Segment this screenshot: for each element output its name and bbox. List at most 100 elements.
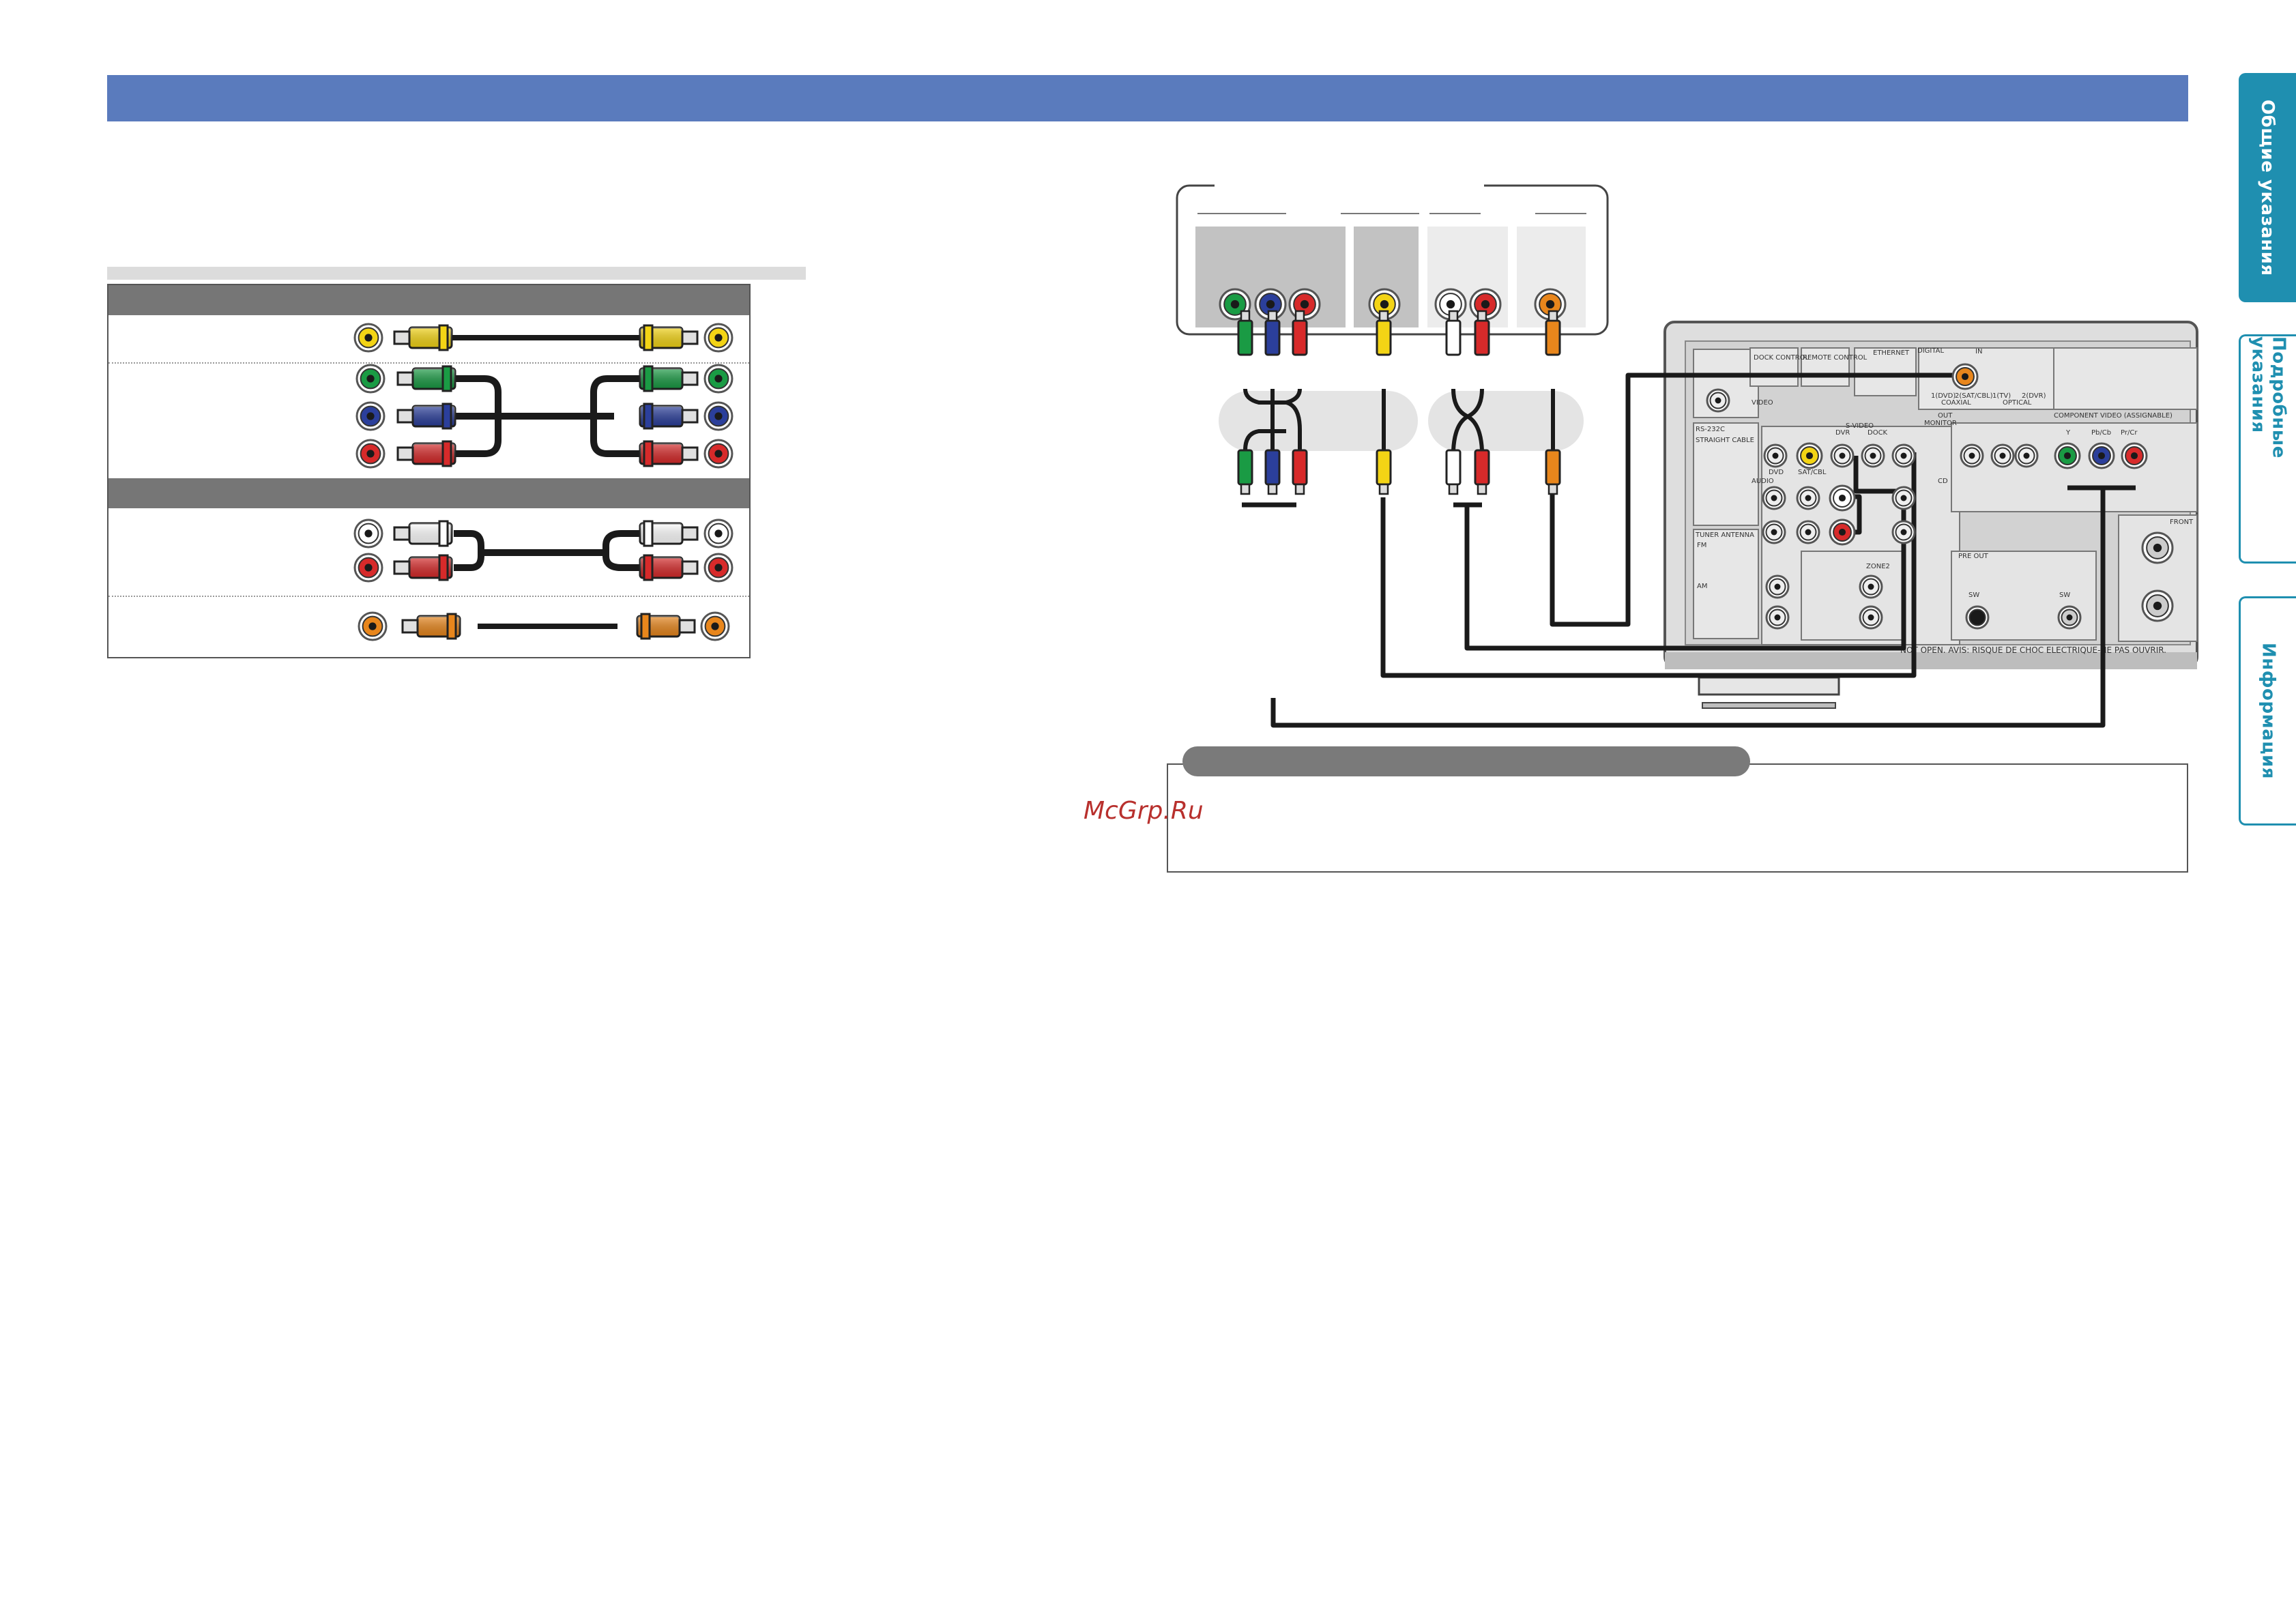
orange-plug-icon xyxy=(636,613,696,640)
receiver-panel-labels: DOCK CONTROL REMOTE CONTROL ETHERNET DIG… xyxy=(1695,347,2194,655)
red-jack-icon xyxy=(355,439,386,469)
orange-plug-icon xyxy=(401,613,461,640)
cable-types-table xyxy=(107,284,751,658)
device-yellow-jack-icon xyxy=(1368,288,1401,321)
receiver-jack-icon xyxy=(1861,443,1885,468)
red-jack-icon xyxy=(703,553,733,583)
label-out: OUT xyxy=(1938,412,1953,420)
receiver-white-audio-jack-icon xyxy=(1829,484,1856,512)
receiver-subwoofer-jack-icon xyxy=(1965,605,1990,630)
tab-general-instructions[interactable]: Общие указания xyxy=(2239,73,2296,302)
receiver-jack-icon xyxy=(1960,443,1984,468)
cable-group-backdrop xyxy=(1219,391,1418,451)
label-sw-2: SW xyxy=(2059,592,2070,599)
yellow-diagram-plug-top-icon xyxy=(1376,310,1392,356)
receiver-jack-icon xyxy=(1830,443,1855,468)
white-audio-plug-icon xyxy=(639,520,699,547)
label-remote-control: REMOTE CONTROL xyxy=(1803,354,1868,362)
blue-plug-icon xyxy=(639,403,699,430)
label-2dvr: 2(DVR) xyxy=(2022,392,2046,400)
white-diagram-plug-bottom-icon xyxy=(1445,449,1462,495)
row-separator xyxy=(108,362,749,364)
label-cd: CD xyxy=(1938,478,1948,485)
white-audio-plug-icon xyxy=(393,520,453,547)
yellow-jack-icon xyxy=(703,323,733,353)
receiver-jack-icon xyxy=(1891,520,1916,544)
blue-jack-icon xyxy=(703,401,733,431)
green-plug-icon xyxy=(639,365,699,392)
orange-coaxial-jack-icon xyxy=(700,611,730,641)
tab-info-label: Информация xyxy=(2258,643,2279,779)
tab-detailed-label: Подробные указания xyxy=(2248,336,2289,458)
label-dvr: DVR xyxy=(1835,429,1850,437)
red-jack-icon xyxy=(353,553,383,583)
orange-diagram-plug-bottom-icon xyxy=(1545,449,1561,495)
tab-general-label: Общие указания xyxy=(2257,99,2278,276)
label-tuner-antenna: TUNER ANTENNA xyxy=(1695,531,1754,539)
red-diagram-plug-bottom-icon xyxy=(1474,449,1490,495)
red-audio-plug-icon xyxy=(639,554,699,581)
green-diagram-plug-top-icon xyxy=(1237,310,1253,356)
yellow-plug-icon xyxy=(639,324,699,351)
red-audio-plug-icon xyxy=(393,554,453,581)
green-jack-icon xyxy=(703,364,733,394)
receiver-jack-icon xyxy=(1762,520,1786,544)
receiver-jack-icon xyxy=(1765,574,1790,599)
receiver-jack-icon xyxy=(1859,574,1883,599)
top-header-bar xyxy=(107,75,2188,121)
green-plug-icon xyxy=(396,365,456,392)
device-white-jack-icon xyxy=(1434,288,1467,321)
label-zone2: ZONE2 xyxy=(1866,563,1890,570)
receiver-speaker-terminal-icon xyxy=(2141,531,2174,564)
receiver-subwoofer-jack-icon xyxy=(2057,605,2082,630)
label-satcbl: SAT/CBL xyxy=(1798,469,1827,476)
label-optical: OPTICAL xyxy=(2003,399,2032,407)
component-video-cable xyxy=(456,375,640,457)
label-monitor: MONITOR xyxy=(1924,420,1957,427)
receiver-jack-icon xyxy=(1796,486,1820,510)
receiver-jack-icon xyxy=(1891,443,1916,468)
orange-diagram-plug-top-icon xyxy=(1545,310,1561,356)
receiver-yellow-video-jack-icon xyxy=(1796,442,1823,469)
receiver-coaxial-jack-icon xyxy=(1951,363,1979,390)
label-audio: AUDIO xyxy=(1752,478,1774,485)
label-front: FRONT xyxy=(2170,519,2194,526)
blue-diagram-plug-bottom-icon xyxy=(1264,449,1281,495)
label-pre-out: PRE OUT xyxy=(1958,553,1989,560)
label-1dvd: 1(DVD) xyxy=(1931,392,1956,400)
audio-cables-section-header xyxy=(108,478,749,508)
device-blue-jack-icon xyxy=(1254,288,1287,321)
label-video: VIDEO xyxy=(1752,399,1773,407)
receiver-component-pr-jack-icon xyxy=(2121,442,2148,469)
audio-cable xyxy=(454,530,643,571)
blue-jack-icon xyxy=(355,401,386,431)
tab-detailed-instructions[interactable]: Подробные указания xyxy=(2239,334,2296,564)
label-dock-control: DOCK CONTROL xyxy=(1754,354,1810,362)
blue-plug-icon xyxy=(396,403,456,430)
connection-cables xyxy=(1242,373,2136,728)
note-title-pill xyxy=(1182,746,1750,776)
green-jack-icon xyxy=(355,364,386,394)
tab-information[interactable]: Информация xyxy=(2239,596,2296,826)
red-diagram-plug-bottom-icon xyxy=(1292,449,1308,495)
red-diagram-plug-top-icon xyxy=(1474,310,1490,356)
row-separator xyxy=(108,596,749,597)
yellow-plug-icon xyxy=(393,324,453,351)
receiver-component-y-jack-icon xyxy=(2054,442,2081,469)
cable-table-caption-strip xyxy=(107,267,806,280)
label-in: IN xyxy=(1975,348,1982,355)
receiver-jack-icon xyxy=(1763,443,1788,468)
label-rs232c: RS-232C xyxy=(1696,426,1725,433)
red-plug-icon xyxy=(396,440,456,467)
receiver-jack-icon xyxy=(1891,486,1916,510)
watermark: McGrp.Ru xyxy=(1084,797,1204,825)
receiver-jack-icon xyxy=(2014,443,2039,468)
receiver-jack-icon xyxy=(1859,605,1883,630)
green-diagram-plug-bottom-icon xyxy=(1237,449,1253,495)
red-plug-icon xyxy=(639,440,699,467)
label-dvd: DVD xyxy=(1769,469,1784,476)
label-component-video: COMPONENT VIDEO (ASSIGNABLE) xyxy=(2054,412,2173,420)
receiver-jack-icon xyxy=(1706,388,1730,413)
blue-diagram-plug-top-icon xyxy=(1264,310,1281,356)
